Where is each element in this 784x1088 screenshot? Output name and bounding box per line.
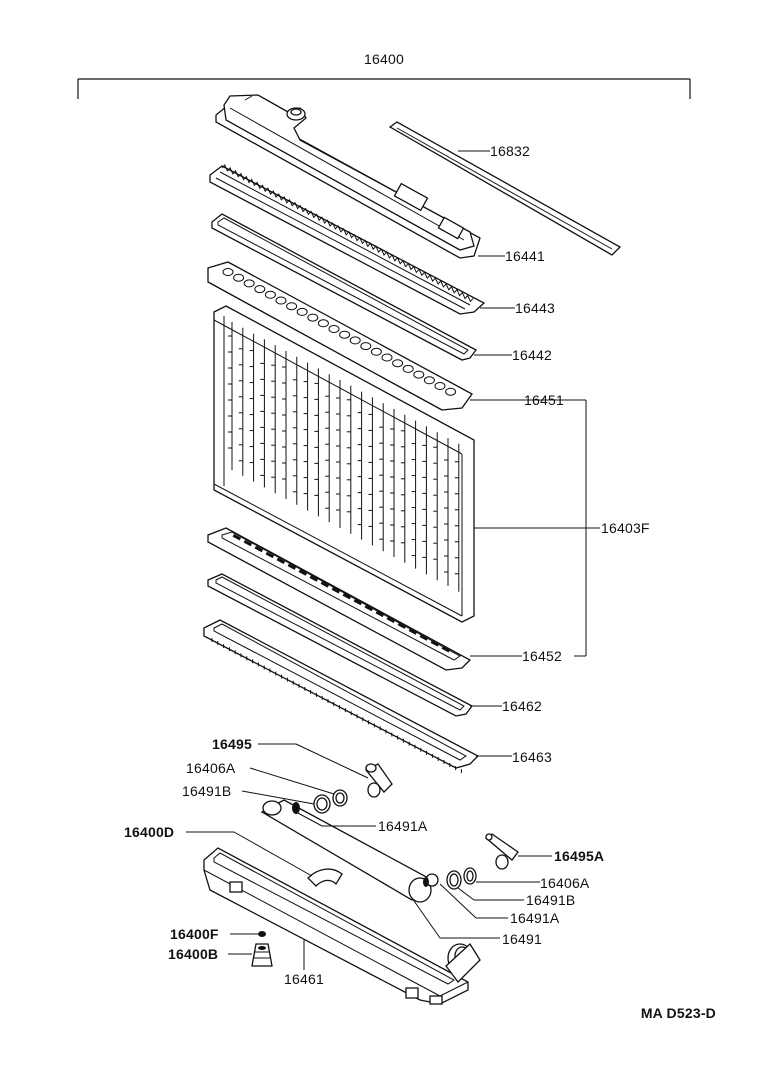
plate-hole (264, 290, 276, 299)
part-16491B-ring-right (446, 870, 462, 890)
plate-slot (331, 587, 341, 594)
leader-16491A-right (439, 883, 477, 919)
plate-slot (419, 634, 429, 641)
label-16832: 16832 (490, 143, 530, 159)
plate-slot (320, 581, 330, 588)
label-16491: 16491 (502, 931, 542, 947)
label-16495A: 16495A (554, 848, 604, 864)
label-16491B-right: 16491B (526, 892, 575, 908)
part-16832-seal-strip (388, 121, 622, 256)
plate-hole (296, 307, 308, 316)
label-16406A-left: 16406A (186, 760, 236, 776)
leader-16406A-left (249, 767, 335, 795)
part-16406A-clamp-right (463, 867, 477, 885)
plate-slot (232, 534, 242, 541)
plate-hole (423, 376, 435, 385)
plate-hole (317, 319, 329, 328)
label-16462: 16462 (502, 698, 542, 714)
label-16400F: 16400F (170, 926, 219, 942)
label-assembly-16400: 16400 (364, 51, 404, 67)
plate-hole (339, 330, 351, 339)
plate-hole (349, 336, 361, 345)
part-16441-upper-tank (215, 94, 481, 259)
plate-hole (381, 353, 393, 362)
plate-slot (364, 604, 374, 612)
plate-slot (375, 610, 385, 618)
plate-hole (445, 387, 457, 396)
label-16400D: 16400D (124, 824, 174, 840)
plate-slot (298, 569, 308, 576)
plate-slot (430, 640, 440, 647)
plate-slot (397, 622, 407, 629)
plate-hole (275, 296, 287, 305)
label-16400B: 16400B (168, 946, 218, 962)
part-16491-oil-cooler-pipe (260, 799, 439, 903)
label-16491A-left: 16491A (378, 818, 428, 834)
part-16463-lower-frame (203, 619, 480, 774)
plate-slot (386, 616, 396, 624)
part-16451-upper-plate (207, 261, 473, 411)
part-16491B-ring-left (313, 794, 331, 814)
plate-hole (402, 364, 414, 373)
part-16400B-drain-cock (251, 943, 273, 967)
plate-slot (287, 563, 297, 570)
bracket-16403F (474, 399, 600, 657)
part-16406A-clamp-left (332, 789, 348, 807)
label-16452: 16452 (522, 648, 562, 664)
label-16491A-right: 16491A (510, 910, 560, 926)
plate-hole (254, 285, 266, 294)
plate-hole (222, 268, 234, 276)
label-16451: 16451 (524, 392, 564, 408)
part-16443-upper-gasket (209, 164, 486, 315)
plate-hole (392, 359, 404, 368)
part-16403F-radiator-core (213, 305, 475, 623)
label-16441: 16441 (505, 248, 545, 264)
label-16403F: 16403F (601, 520, 650, 536)
plate-hole (370, 347, 382, 356)
plate-hole (307, 313, 319, 322)
plate-slot (265, 551, 275, 559)
plate-slot (276, 557, 286, 565)
leader-16491 (411, 897, 441, 939)
reference-code: MA D523-D (641, 1005, 716, 1021)
plate-hole (360, 342, 372, 351)
leader-16491B-left (241, 790, 315, 805)
leader-16400D-b (233, 831, 313, 877)
part-16400F-o-ring (258, 931, 266, 937)
leader-16491A-left (295, 811, 323, 827)
part-16495-pipe-elbow (364, 763, 393, 798)
label-16406A-right: 16406A (540, 875, 590, 891)
label-16463: 16463 (512, 749, 552, 765)
label-16443: 16443 (515, 300, 555, 316)
leader-16491B-right (457, 887, 475, 901)
part-16400D-hose (307, 868, 343, 887)
plate-slot (408, 628, 418, 635)
label-16495: 16495 (212, 736, 252, 752)
plate-slot (441, 646, 451, 653)
part-16462-lower-gasket (207, 573, 473, 717)
plate-hole (328, 325, 340, 333)
plate-slot (254, 545, 264, 553)
part-16452-lower-plate (207, 527, 472, 671)
plate-slot (342, 593, 352, 600)
leader-16495b (295, 743, 369, 779)
plate-hole (286, 302, 298, 311)
part-16461-lower-tank (203, 847, 481, 1005)
assembly-bracket (77, 78, 691, 99)
plate-hole (413, 370, 425, 379)
label-16442: 16442 (512, 347, 552, 363)
part-16442-gasket-loop (211, 213, 477, 361)
plate-slot (353, 598, 363, 606)
label-16461: 16461 (284, 971, 324, 987)
plate-hole (233, 273, 245, 282)
plate-hole (243, 279, 255, 288)
plate-slot (243, 539, 253, 547)
plate-slot (309, 575, 319, 582)
part-16495A-pipe (484, 833, 519, 870)
label-16491B-left: 16491B (182, 783, 231, 799)
plate-hole (434, 382, 446, 390)
